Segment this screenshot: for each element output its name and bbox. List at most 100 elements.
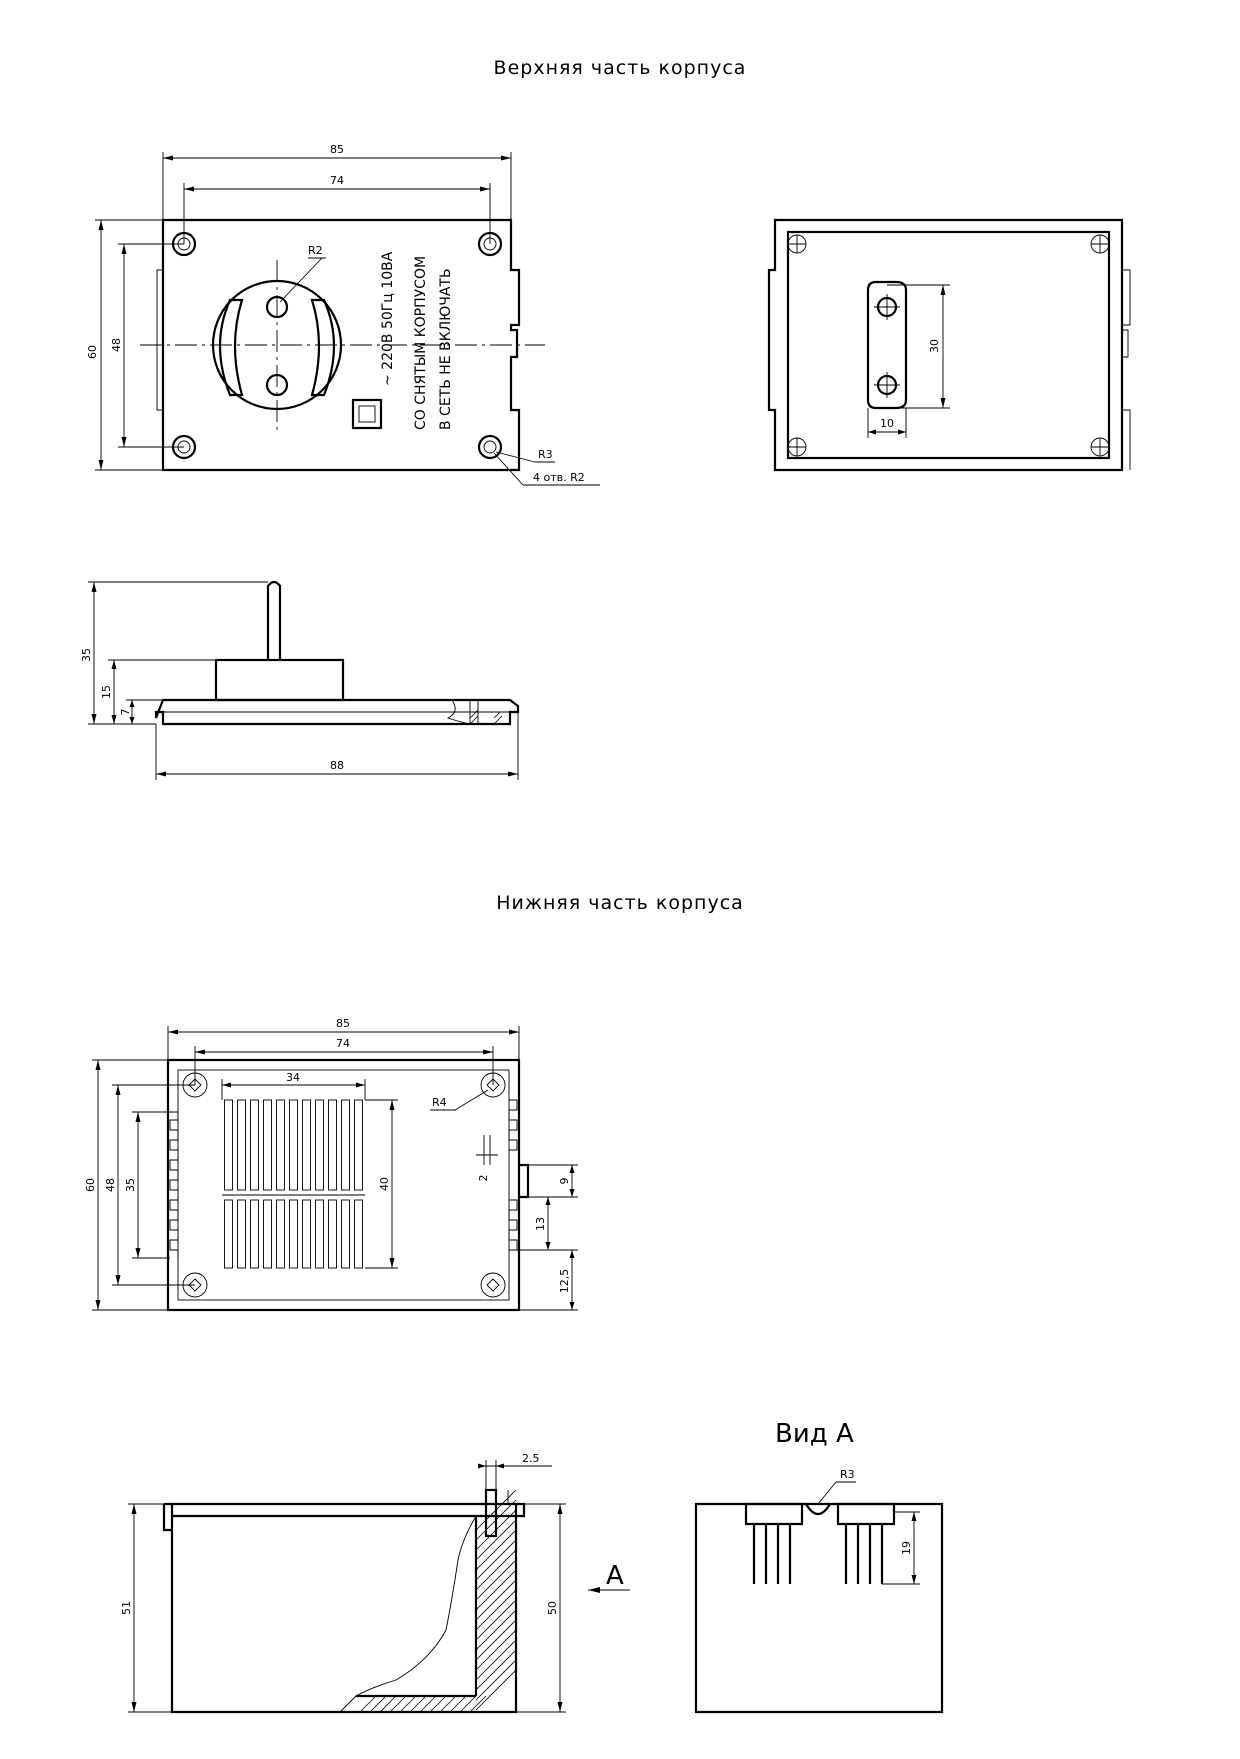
vent-slot xyxy=(276,1099,285,1191)
hatch-line xyxy=(475,1539,517,1581)
hatch-line xyxy=(475,1519,517,1561)
hatch-line xyxy=(379,1695,397,1713)
radius-socket-label: R2 xyxy=(308,244,323,257)
dim-top-width-74: 74 xyxy=(330,174,344,187)
vent-slot xyxy=(237,1199,246,1269)
hatch-line xyxy=(429,1695,447,1713)
hatch-line xyxy=(475,1549,517,1591)
top-back-view: 30 10 xyxy=(767,218,1131,472)
dim-bottom-offset-12-5: 12,5 xyxy=(558,1269,571,1294)
hatch-line xyxy=(409,1695,427,1713)
top-front-left-step xyxy=(156,269,163,411)
hatch-line xyxy=(469,1695,487,1713)
bottom-outline xyxy=(166,1058,521,1312)
vent-slot xyxy=(302,1199,311,1269)
section-hatch xyxy=(359,1489,517,1713)
hatch-line xyxy=(475,1559,517,1601)
hatch-line xyxy=(475,1599,517,1641)
label-warning-2: В СЕТЬ НЕ ВКЛЮЧАТЬ xyxy=(438,268,454,430)
hatch-line xyxy=(475,1589,517,1631)
hatch-line xyxy=(459,1695,477,1713)
dim-bottom-height-48: 48 xyxy=(104,1178,117,1192)
dim-top-width-85: 85 xyxy=(330,143,344,156)
dim-section-height-50: 50 xyxy=(546,1601,559,1615)
title-bottom-part: Нижняя часть корпуса xyxy=(496,892,744,914)
radius-corner-label: R4 xyxy=(432,1096,447,1109)
dim-section-height-51: 51 xyxy=(120,1601,133,1615)
label-voltage: ~ 220В 50Гц 10ВА xyxy=(380,251,396,386)
title-top-part: Верхняя часть корпуса xyxy=(494,57,747,79)
dim-window-9: 9 xyxy=(558,1178,571,1185)
vent-slot xyxy=(328,1099,337,1191)
dim-bottom-height-60: 60 xyxy=(84,1178,97,1192)
vent-slot xyxy=(224,1199,233,1269)
dim-side-length-88: 88 xyxy=(330,759,344,772)
vent-slot xyxy=(315,1199,324,1269)
hatch-line xyxy=(399,1695,417,1713)
bottom-plan-view: R4 2 85 74 34 60 48 35 xyxy=(84,1017,578,1312)
dim-pin-width-10: 10 xyxy=(880,417,894,430)
side-pin xyxy=(266,580,282,660)
dim-side-height-35: 35 xyxy=(80,648,93,662)
view-a-radius: R3 xyxy=(840,1468,855,1481)
vent-slot xyxy=(237,1099,246,1191)
pin-bracket xyxy=(866,280,908,410)
hatch-line xyxy=(475,1609,517,1651)
title-view-a: Вид А xyxy=(775,1419,854,1449)
dim-side-height-7: 7 xyxy=(119,709,132,716)
left-comb xyxy=(168,1111,179,1258)
vent-slot xyxy=(289,1099,298,1191)
hatch-line xyxy=(419,1695,437,1713)
vent-slot xyxy=(263,1099,272,1191)
vent-slot xyxy=(354,1199,363,1269)
bottom-section-view: 2.5 51 50 А xyxy=(120,1452,630,1714)
hatch-line xyxy=(369,1695,387,1713)
hatch-line xyxy=(439,1695,457,1713)
view-a-outline xyxy=(694,1502,944,1714)
radius-hole-label: R3 xyxy=(538,448,553,461)
dim-slot-2: 2 xyxy=(477,1175,490,1182)
indicator-square xyxy=(351,398,383,430)
top-front-view: ~ 220В 50Гц 10ВА СО СНЯТЫМ КОРПУСОМ В СЕ… xyxy=(86,143,600,486)
dim-view-a-19: 19 xyxy=(900,1541,913,1555)
vent-grille[interactable] xyxy=(224,1099,363,1269)
vent-slot xyxy=(276,1199,285,1269)
view-a: R3 19 xyxy=(694,1468,944,1714)
vent-slot xyxy=(250,1099,259,1191)
right-comb xyxy=(508,1099,518,1251)
dim-window-offset-13: 13 xyxy=(534,1217,547,1231)
dim-bottom-inner-35: 35 xyxy=(124,1178,137,1192)
vent-slot xyxy=(315,1099,324,1191)
vent-slot xyxy=(341,1099,350,1191)
dim-side-height-15: 15 xyxy=(100,685,113,699)
hatch-line xyxy=(475,1579,517,1621)
hatch-line xyxy=(475,1529,517,1571)
vent-slot xyxy=(354,1099,363,1191)
vent-slot xyxy=(263,1199,272,1269)
dim-top-height-48: 48 xyxy=(110,338,123,352)
socket xyxy=(211,279,343,411)
hatch-line xyxy=(475,1659,517,1701)
dim-bottom-width-85: 85 xyxy=(336,1017,350,1030)
dim-wall-2-5: 2.5 xyxy=(522,1452,540,1465)
hatch-line xyxy=(475,1649,517,1691)
arrow-a-label: А xyxy=(606,1561,624,1591)
top-front-outline xyxy=(161,218,521,472)
hatch-line xyxy=(475,1669,517,1711)
dim-bottom-width-74: 74 xyxy=(336,1037,350,1050)
vent-slot xyxy=(341,1199,350,1269)
view-a-pins xyxy=(752,1524,884,1584)
top-back-outline xyxy=(767,218,1124,472)
hatch-line xyxy=(475,1629,517,1671)
hatch-line xyxy=(359,1695,377,1713)
section-outline xyxy=(162,1502,526,1714)
vent-slot xyxy=(289,1199,298,1269)
vent-slot xyxy=(328,1199,337,1269)
top-side-view: 35 15 7 88 xyxy=(80,580,520,780)
dim-grille-height-40: 40 xyxy=(378,1177,391,1191)
hatch-line xyxy=(475,1619,517,1661)
label-warning-1: СО СНЯТЫМ КОРПУСОМ xyxy=(413,256,429,430)
hatch-line xyxy=(475,1569,517,1611)
